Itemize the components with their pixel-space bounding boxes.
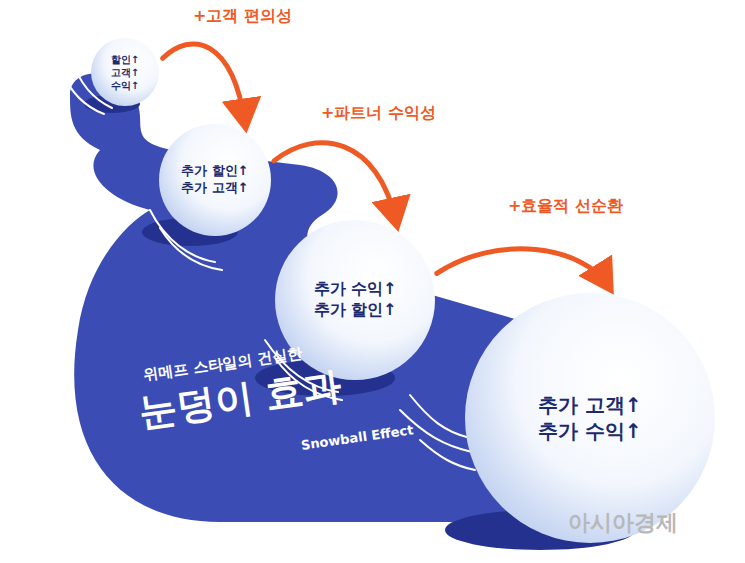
ball-text: 추가 수익↑ xyxy=(538,418,642,444)
flow-arrow xyxy=(437,249,609,286)
snowball-circle: 추가 고객↑추가 수익↑ xyxy=(465,293,715,543)
edge-label: +효율적 선순환 xyxy=(505,196,626,217)
snowball-circle: 추가 할인↑추가 고객↑ xyxy=(159,124,271,236)
ball-text: 고객↑ xyxy=(111,66,139,79)
ball-text: 추가 할인↑ xyxy=(314,300,397,321)
snowball-shape xyxy=(465,293,715,543)
ball-text: 추가 수익↑ xyxy=(314,279,397,300)
ball-text: 추가 고객↑ xyxy=(538,392,642,418)
ball-text: 할인↑ xyxy=(111,53,139,66)
edge-label: +파트너 수익성 xyxy=(318,103,439,124)
ball-text: 추가 할인↑ xyxy=(181,163,248,180)
ball-text: 수익↑ xyxy=(111,79,139,92)
motion-lines xyxy=(62,60,475,470)
watermark: 아시아경제 xyxy=(568,508,678,538)
ball-text: 추가 고객↑ xyxy=(181,180,248,197)
flow-arrow xyxy=(163,44,245,124)
snowball-circle: 할인↑고객↑수익↑ xyxy=(91,38,159,106)
flow-arrow xyxy=(274,143,396,223)
edge-label: +고객 편의성 xyxy=(190,6,295,27)
